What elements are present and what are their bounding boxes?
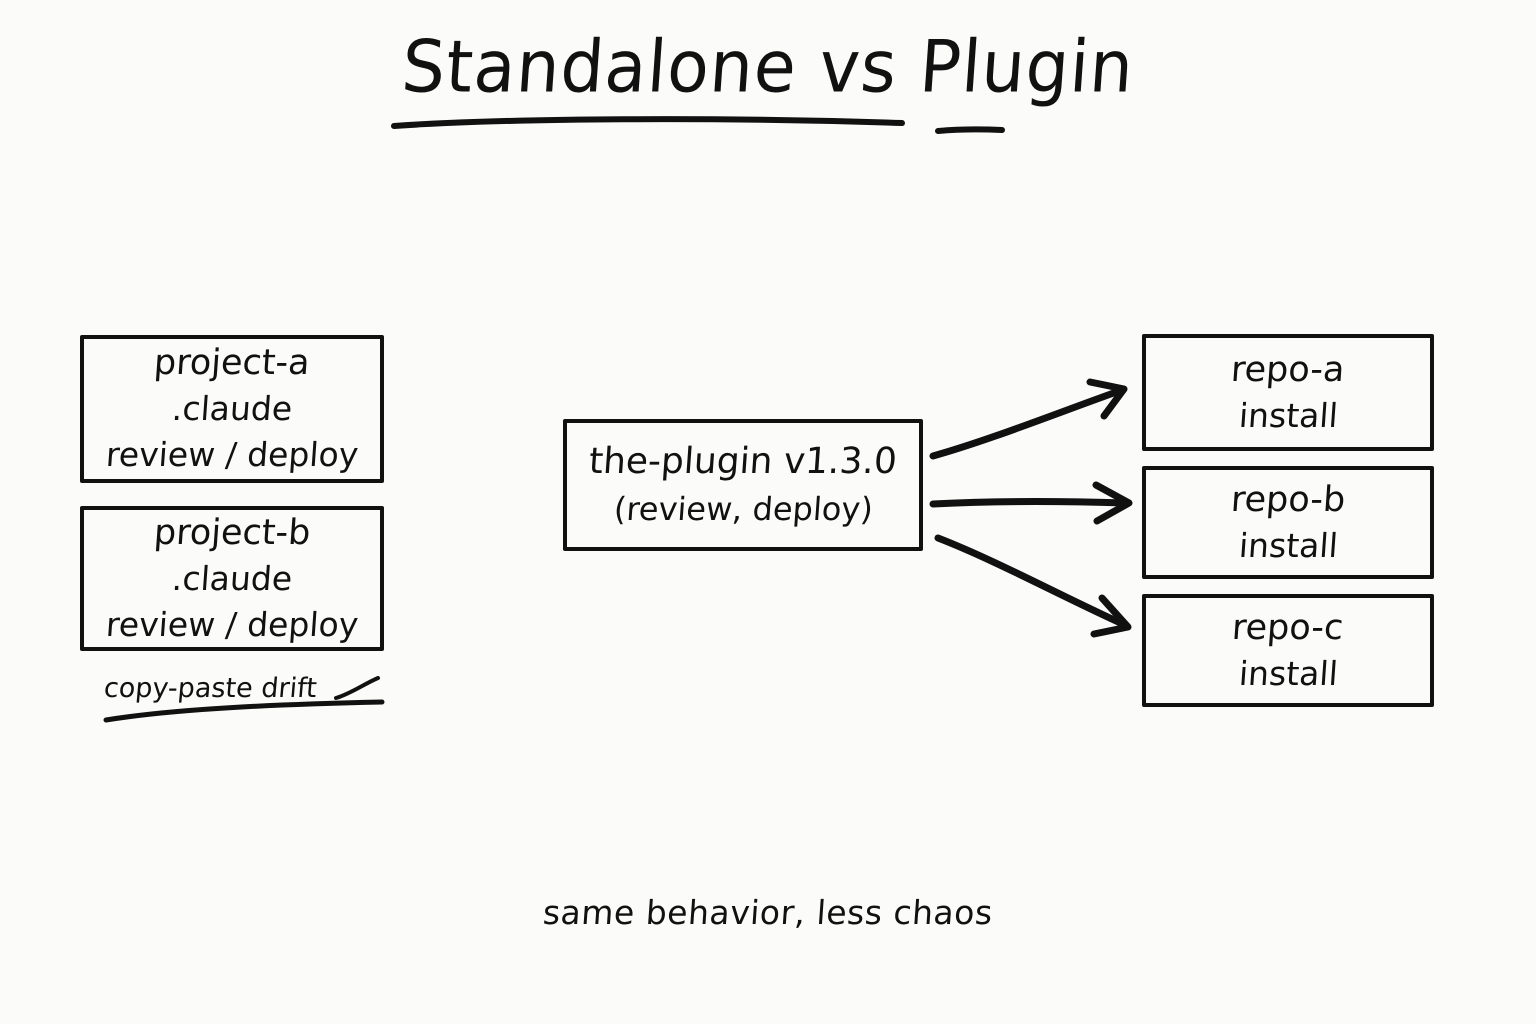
repo-a-box: repo-a install [1142, 334, 1434, 451]
arrow-plugin-to-repo-a [929, 378, 1128, 460]
project-a-name: project-a [152, 343, 312, 383]
page-title-text: Standalone vs Plugin [399, 25, 1137, 110]
page-title: Standalone vs Plugin [0, 25, 1536, 110]
repo-c-name: repo-c [1230, 607, 1346, 648]
drift-squiggle-icon [334, 676, 380, 700]
repo-b-action: install [1237, 525, 1339, 565]
plugin-name: the-plugin v1.3.0 [587, 441, 899, 482]
project-b-name: project-b [152, 512, 312, 553]
repo-b-name: repo-b [1229, 479, 1347, 520]
project-a-box: project-a .claude review / deploy [80, 335, 384, 483]
plugin-box: the-plugin v1.3.0 (review, deploy) [563, 419, 923, 551]
project-b-config: .claude [170, 558, 294, 598]
project-a-commands: review / deploy [104, 435, 360, 474]
repo-a-name: repo-a [1229, 349, 1347, 390]
title-underline-icon [391, 116, 1005, 134]
arrow-plugin-to-repo-c [934, 534, 1132, 638]
caption: same behavior, less chaos [0, 893, 1536, 933]
plugin-capabilities: (review, deploy) [612, 490, 874, 528]
caption-text: same behavior, less chaos [541, 893, 995, 932]
project-b-commands: review / deploy [104, 604, 360, 644]
project-b-box: project-b .claude review / deploy [80, 506, 384, 651]
repo-b-box: repo-b install [1142, 466, 1434, 579]
drift-underline-icon [103, 699, 385, 723]
repo-a-action: install [1237, 395, 1339, 435]
repo-c-action: install [1237, 653, 1339, 693]
arrow-plugin-to-repo-b [929, 481, 1133, 525]
project-a-config: .claude [170, 389, 294, 428]
repo-c-box: repo-c install [1142, 594, 1434, 707]
